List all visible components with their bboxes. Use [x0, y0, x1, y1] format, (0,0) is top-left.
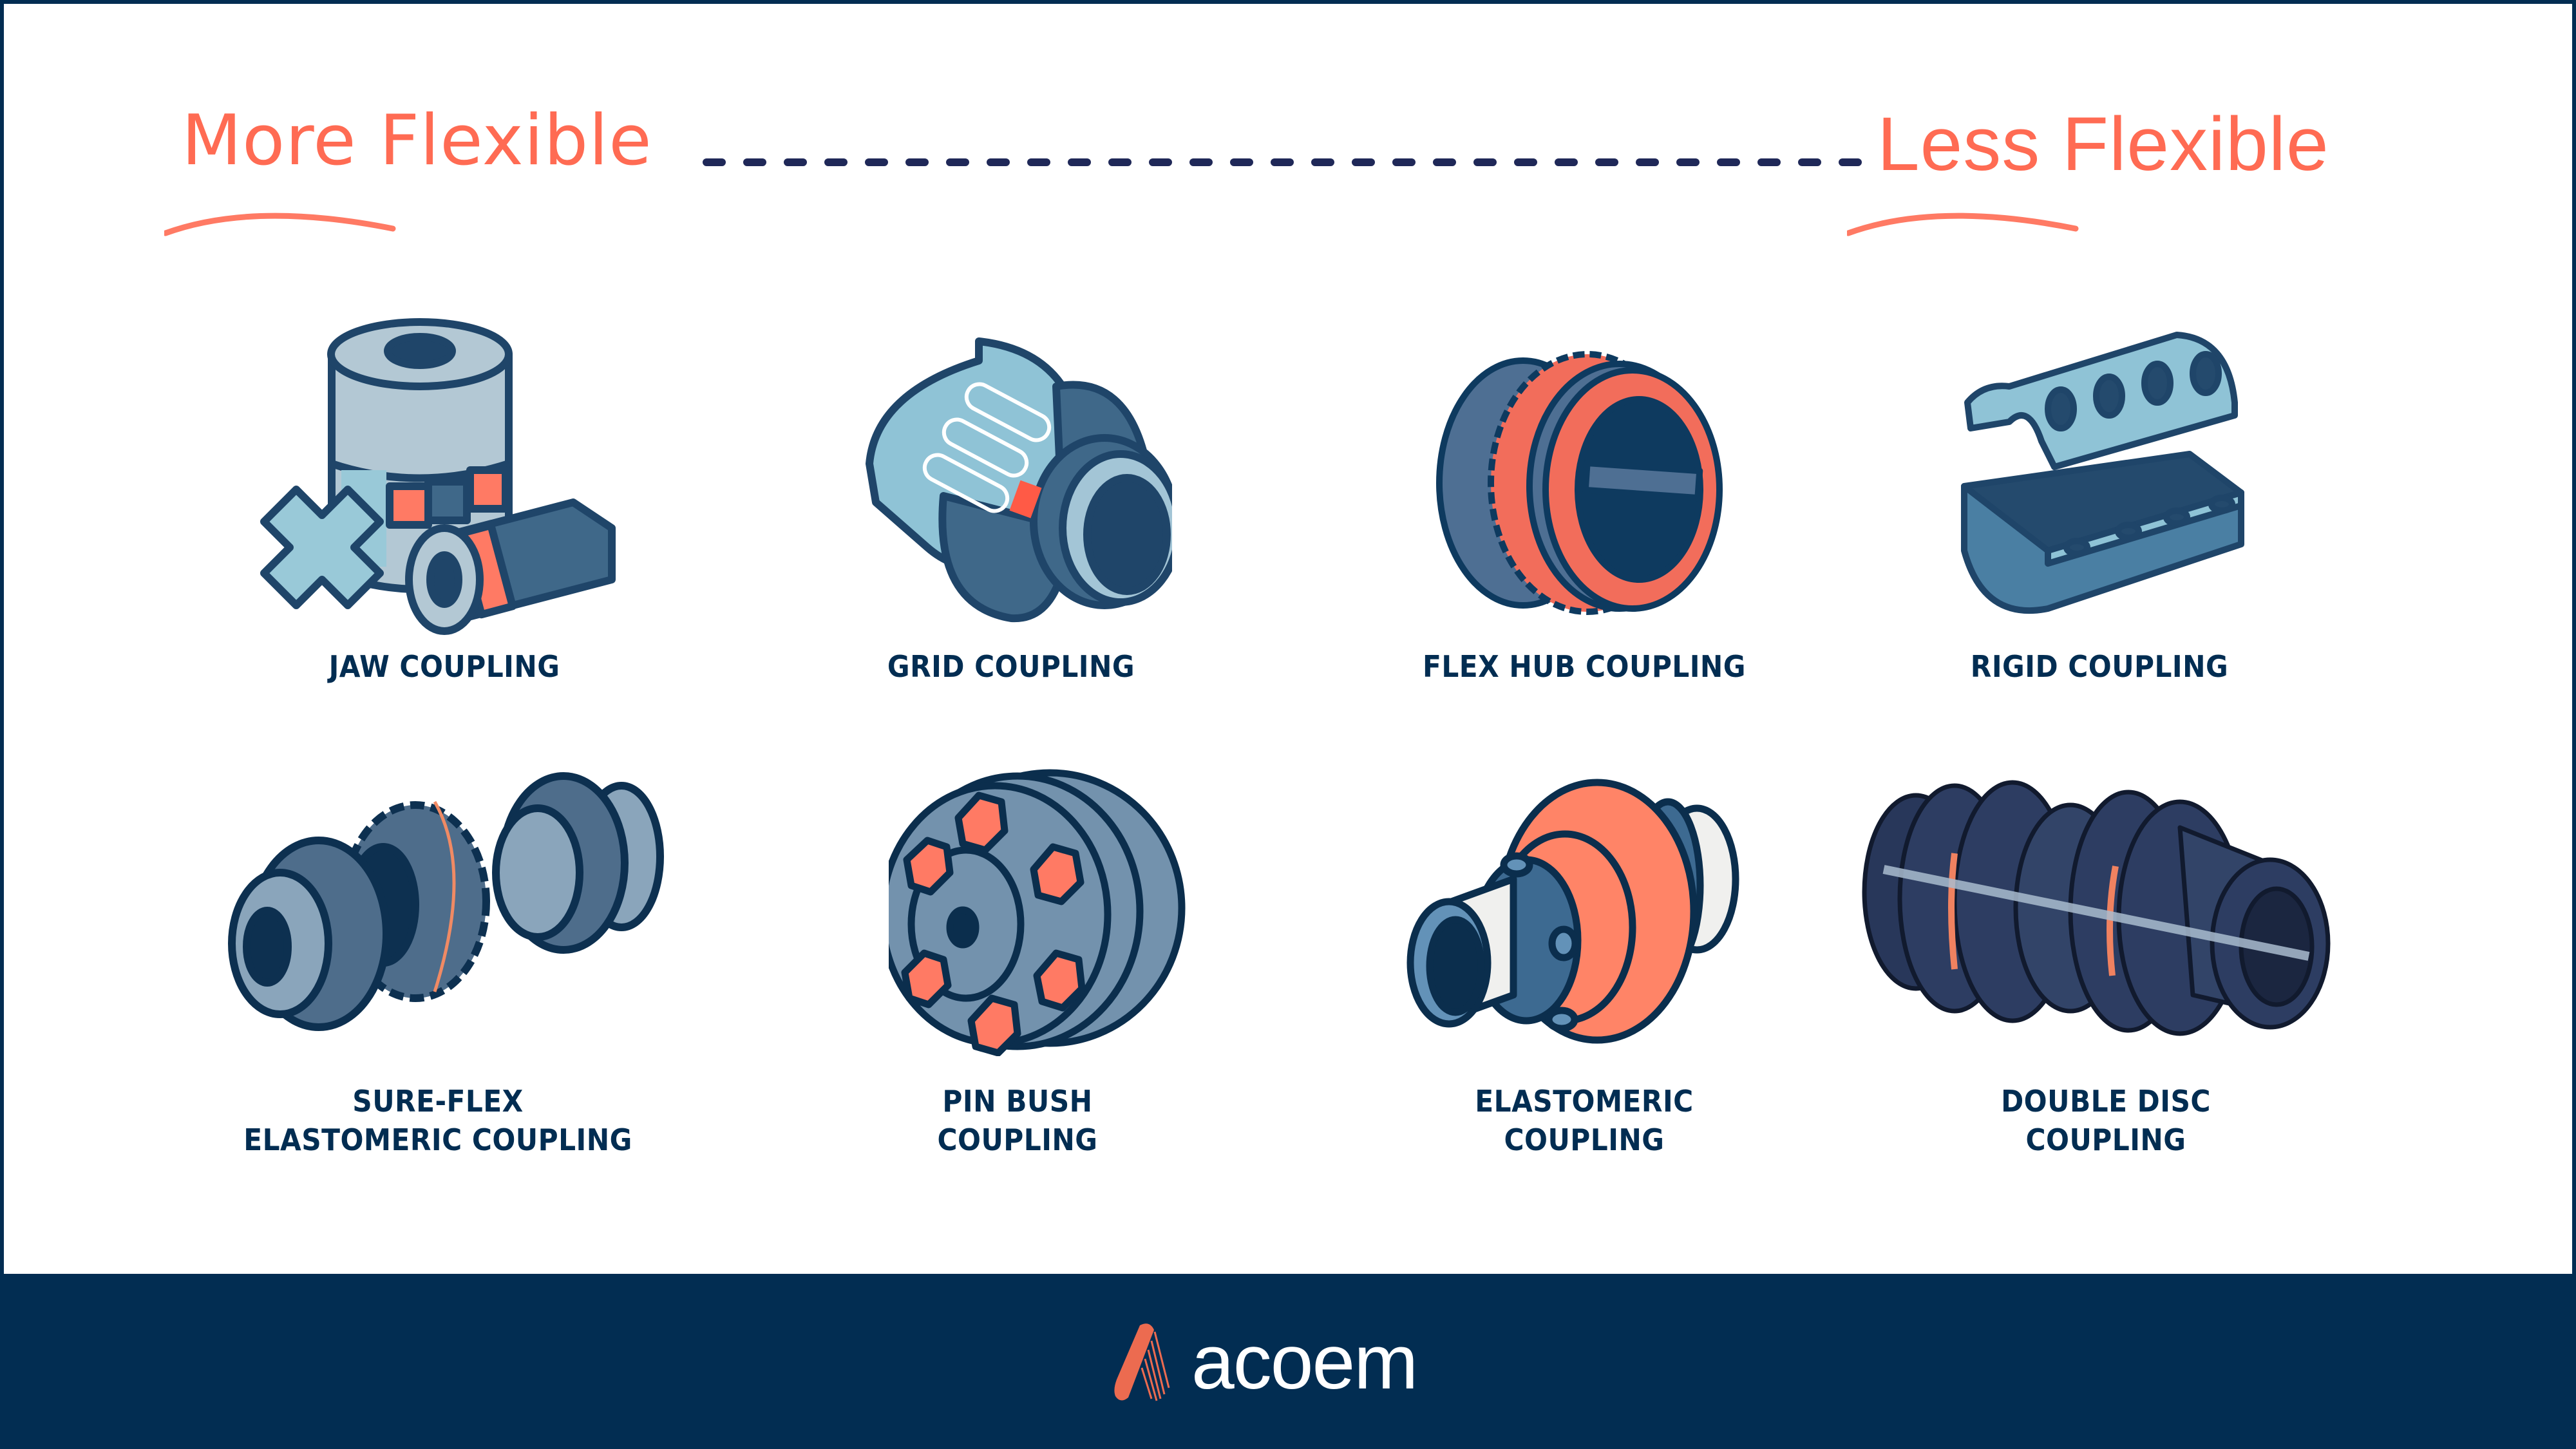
- label-line-1: PIN BUSH: [942, 1084, 1093, 1119]
- more-flexible-heading: More Flexible: [182, 100, 652, 181]
- jaw-coupling-icon: [260, 318, 616, 635]
- grid-coupling-icon: [866, 337, 1172, 623]
- footer-bar: [0, 1274, 2576, 1449]
- less-flexible-heading: Less Flexible: [1877, 102, 2329, 187]
- flex-hub-coupling-icon: [1436, 351, 1723, 615]
- rigid-coupling-label: RIGID COUPLING: [1970, 649, 2229, 684]
- underline-swoosh-left: [164, 213, 396, 236]
- label-line-1: SURE-FLEX: [352, 1084, 524, 1119]
- pin-bush-coupling-icon: [889, 769, 1186, 1056]
- underline-swoosh-right: [1847, 213, 2079, 236]
- label-line-2: COUPLING: [937, 1122, 1098, 1157]
- double-disc-coupling-label: DOUBLE DISC COUPLING: [1899, 1082, 2313, 1159]
- sure-flex-coupling-label: SURE-FLEX ELASTOMERIC COUPLING: [231, 1082, 645, 1159]
- label-line-1: DOUBLE DISC: [2001, 1084, 2211, 1119]
- sure-flex-coupling-icon: [228, 772, 664, 1031]
- label-line-2: COUPLING: [1504, 1122, 1665, 1157]
- double-disc-coupling-icon: [1862, 780, 2331, 1036]
- label-line-2: COUPLING: [2025, 1122, 2186, 1157]
- grid-coupling-label: GRID COUPLING: [887, 649, 1135, 684]
- label-line-2: ELASTOMERIC COUPLING: [243, 1122, 632, 1157]
- rigid-coupling-icon: [1961, 332, 2244, 614]
- flex-hub-coupling-label: FLEX HUB COUPLING: [1422, 649, 1747, 684]
- jaw-coupling-label: JAW COUPLING: [328, 649, 560, 684]
- elastomeric-coupling-icon: [1406, 779, 1739, 1044]
- label-line-1: ELASTOMERIC: [1475, 1084, 1694, 1119]
- pin-bush-coupling-label: PIN BUSH COUPLING: [810, 1082, 1225, 1159]
- brand-name: acoem: [1191, 1319, 1418, 1405]
- acoem-logo[interactable]: acoem: [1114, 1317, 1418, 1407]
- flexibility-scale-dashed-line: [703, 158, 1867, 166]
- elastomeric-coupling-label: ELASTOMERIC COUPLING: [1377, 1082, 1792, 1159]
- infographic-canvas: [4, 4, 2572, 1274]
- acoem-logo-icon: [1114, 1323, 1170, 1401]
